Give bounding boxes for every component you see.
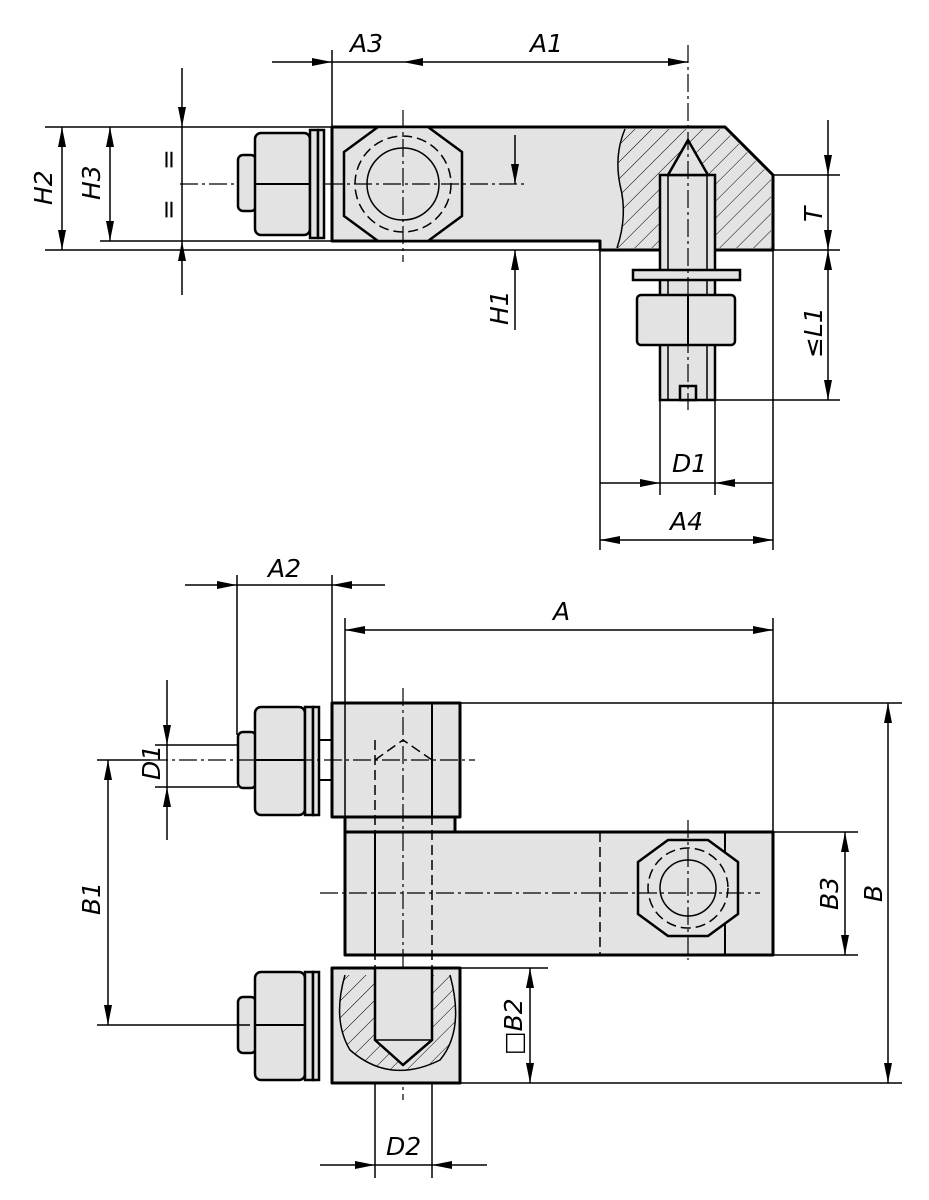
dim-label-a: A	[551, 597, 570, 626]
dim-label-h1: H1	[485, 290, 514, 325]
dim-label-d1-bottom: D1	[137, 745, 166, 780]
dim-label-a4: A4	[668, 507, 703, 536]
dim-label-a2: A2	[266, 554, 301, 583]
dim-label-equal-top: =	[154, 149, 183, 170]
upper-left-bolt	[236, 705, 332, 817]
dim-label-h2: H2	[29, 170, 58, 205]
bottom-view: A2 A D1 B1 B3 B □B2 D2	[77, 554, 902, 1178]
lower-left-bolt	[236, 970, 321, 1082]
left-bolt	[236, 128, 326, 240]
dim-label-b1: B1	[77, 882, 106, 915]
dim-label-equal-bottom: =	[154, 199, 183, 220]
dim-label-t: T	[799, 205, 828, 222]
dim-label-b: B	[859, 885, 888, 902]
dim-label-b2: □B2	[499, 998, 528, 1055]
dim-label-d1-top: D1	[672, 449, 707, 478]
top-view: A3 A1 H2 H3 = = H1 T ≤L1 D1 A4	[29, 29, 840, 550]
dim-label-a3: A3	[348, 29, 383, 58]
dim-label-b3: B3	[815, 877, 844, 910]
dim-label-h3: H3	[77, 165, 106, 200]
dim-label-d2: D2	[386, 1132, 421, 1161]
dim-label-l1: ≤L1	[799, 307, 828, 358]
dim-label-a1: A1	[528, 29, 563, 58]
